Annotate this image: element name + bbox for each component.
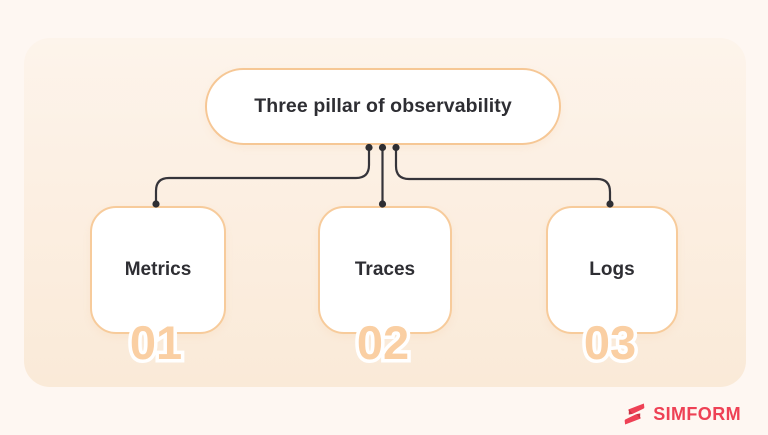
node-metrics-label: Metrics <box>124 259 192 280</box>
node-logs-label: Logs <box>589 259 635 280</box>
node-traces-label: Traces <box>354 259 416 280</box>
node-traces: Traces <box>318 206 452 334</box>
root-node: Three pillar of observability <box>205 68 561 145</box>
node-logs: Logs <box>546 206 678 334</box>
brand-logo: SIMFORM <box>623 402 741 426</box>
simform-s-ribbon-icon <box>624 403 645 425</box>
brand-name: SIMFORM <box>653 403 741 424</box>
root-node-title: Three pillar of observability <box>254 95 512 117</box>
node-metrics: Metrics <box>90 206 226 334</box>
